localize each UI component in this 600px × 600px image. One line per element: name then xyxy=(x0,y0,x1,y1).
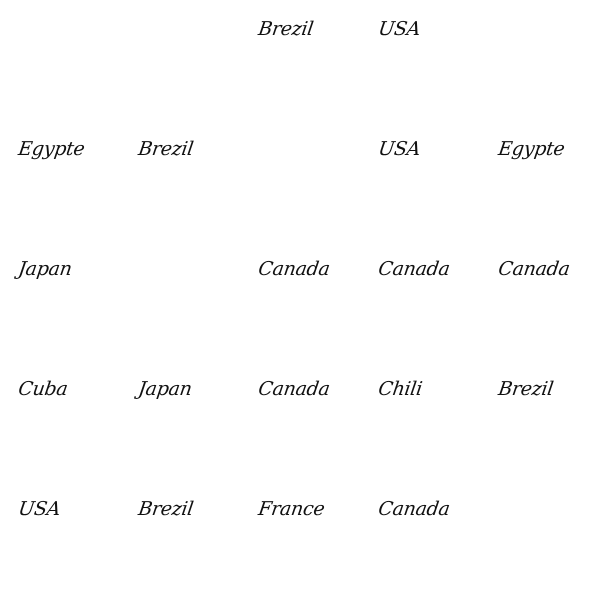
grid-cell-r2-c4: Canada xyxy=(480,240,600,360)
grid-cell-r4-c3: Canada xyxy=(360,480,480,600)
grid-cell-r3-c3: Chili xyxy=(360,360,480,480)
country-label: Canada xyxy=(376,498,452,520)
country-label: USA xyxy=(376,138,422,160)
grid-cell-r4-c0: USA xyxy=(0,480,120,600)
grid-cell-r3-c0: Cuba xyxy=(0,360,120,480)
grid-cell-r0-c4 xyxy=(480,0,600,120)
grid-cell-r1-c3: USA xyxy=(360,120,480,240)
grid-cell-r2-c1 xyxy=(120,240,240,360)
grid-cell-r0-c0 xyxy=(0,0,120,120)
grid-cell-r0-c3: USA xyxy=(360,0,480,120)
country-label: Brezil xyxy=(136,138,195,160)
country-label: Cuba xyxy=(16,378,70,400)
grid-cell-r4-c1: Brezil xyxy=(120,480,240,600)
country-label: Canada xyxy=(256,258,332,280)
country-label: Egypte xyxy=(496,138,567,160)
country-label: France xyxy=(256,498,326,520)
country-label: Brezil xyxy=(496,378,555,400)
grid-cell-r1-c2 xyxy=(240,120,360,240)
country-label: Canada xyxy=(496,258,572,280)
country-label: Brezil xyxy=(256,18,315,40)
country-label: Chili xyxy=(376,378,424,400)
grid-cell-r2-c0: Japan xyxy=(0,240,120,360)
country-label: Canada xyxy=(256,378,332,400)
grid-cell-r1-c0: Egypte xyxy=(0,120,120,240)
grid-cell-r3-c1: Japan xyxy=(120,360,240,480)
grid-cell-r3-c4: Brezil xyxy=(480,360,600,480)
grid-cell-r0-c1 xyxy=(120,0,240,120)
country-label: Brezil xyxy=(136,498,195,520)
grid-cell-r1-c1: Brezil xyxy=(120,120,240,240)
grid-cell-r2-c3: Canada xyxy=(360,240,480,360)
grid-cell-r4-c2: France xyxy=(240,480,360,600)
grid-cell-r2-c2: Canada xyxy=(240,240,360,360)
country-label: Canada xyxy=(376,258,452,280)
grid-cell-r0-c2: Brezil xyxy=(240,0,360,120)
country-label: Japan xyxy=(16,258,74,280)
grid-cell-r1-c4: Egypte xyxy=(480,120,600,240)
country-label: USA xyxy=(16,498,62,520)
country-label: Japan xyxy=(136,378,194,400)
grid-cell-r3-c2: Canada xyxy=(240,360,360,480)
country-label: Egypte xyxy=(16,138,87,160)
country-label: USA xyxy=(376,18,422,40)
grid-cell-r4-c4 xyxy=(480,480,600,600)
